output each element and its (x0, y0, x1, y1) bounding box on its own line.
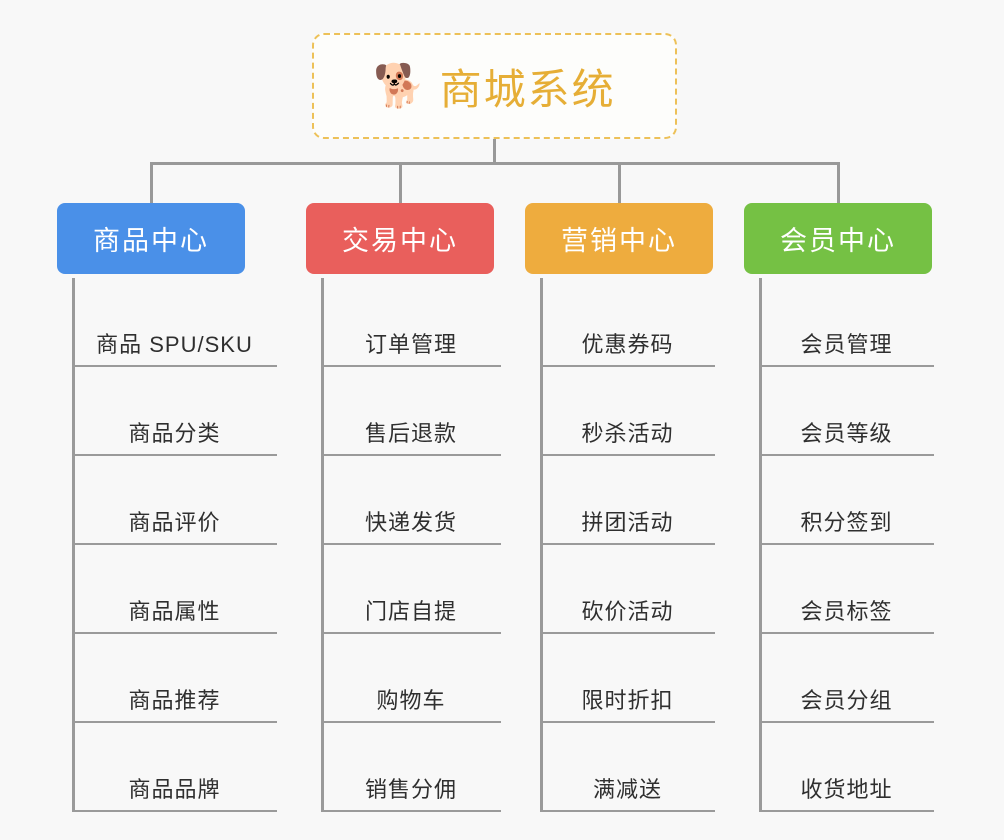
leaf-item-label: 砍价活动 (581, 599, 674, 624)
leaf-item[interactable]: 会员管理 (759, 278, 934, 367)
category-card-2[interactable]: 交易中心 (306, 203, 494, 274)
branch-spine (759, 278, 762, 812)
connector-root-stem (493, 139, 496, 165)
connector-drop-1 (150, 162, 153, 203)
leaf-item-label: 商品品牌 (128, 777, 221, 802)
leaf-item-label: 销售分佣 (364, 777, 457, 802)
leaf-item-label: 门店自提 (364, 599, 457, 624)
category-label: 会员中心 (780, 226, 896, 256)
leaf-item[interactable]: 订单管理 (321, 278, 501, 367)
leaf-item[interactable]: 砍价活动 (540, 545, 715, 634)
leaf-item[interactable]: 商品品牌 (72, 723, 277, 812)
category-card-4[interactable]: 会员中心 (744, 203, 932, 274)
leaf-item-label: 商品分类 (128, 421, 221, 446)
shiba-dog-face-icon: 🐕 (373, 62, 426, 109)
leaf-item-label: 积分签到 (800, 510, 893, 535)
branch-spine (540, 278, 543, 812)
branch-spine (321, 278, 324, 812)
connector-bus (151, 162, 838, 165)
leaf-item[interactable]: 收货地址 (759, 723, 934, 812)
connector-drop-4 (837, 162, 840, 203)
leaf-item[interactable]: 门店自提 (321, 545, 501, 634)
leaf-item[interactable]: 会员分组 (759, 634, 934, 723)
leaf-item-label: 会员等级 (800, 421, 893, 446)
leaf-item[interactable]: 优惠券码 (540, 278, 715, 367)
category-card-3[interactable]: 营销中心 (525, 203, 713, 274)
leaf-item[interactable]: 积分签到 (759, 456, 934, 545)
leaf-item-label: 购物车 (376, 688, 446, 713)
leaf-item-label: 商品属性 (128, 599, 221, 624)
leaf-item-label: 快递发货 (364, 510, 457, 535)
connector-drop-2 (399, 162, 402, 203)
leaf-item-label: 收货地址 (800, 777, 893, 802)
leaf-item[interactable]: 商品分类 (72, 367, 277, 456)
leaf-item-label: 拼团活动 (581, 510, 674, 535)
connector-drop-3 (618, 162, 621, 203)
root-node[interactable]: 🐕 商城系统 (312, 33, 677, 139)
leaf-item[interactable]: 限时折扣 (540, 634, 715, 723)
category-label: 商品中心 (93, 226, 209, 256)
leaf-item-label: 售后退款 (364, 421, 457, 446)
leaf-item-label: 满减送 (592, 777, 662, 802)
leaf-item-label: 会员标签 (800, 599, 893, 624)
leaf-item-label: 限时折扣 (581, 688, 674, 713)
leaf-item-label: 商品推荐 (128, 688, 221, 713)
leaf-item-label: 秒杀活动 (581, 421, 674, 446)
leaf-item-label: 商品 SPU/SKU (96, 332, 253, 357)
leaf-item[interactable]: 售后退款 (321, 367, 501, 456)
category-label: 交易中心 (342, 226, 458, 256)
leaf-item[interactable]: 秒杀活动 (540, 367, 715, 456)
leaf-item[interactable]: 商品 SPU/SKU (72, 278, 277, 367)
leaf-item[interactable]: 会员等级 (759, 367, 934, 456)
leaf-item-label: 会员管理 (800, 332, 893, 357)
category-label: 营销中心 (561, 226, 677, 256)
leaf-item-label: 优惠券码 (581, 332, 674, 357)
leaf-item[interactable]: 销售分佣 (321, 723, 501, 812)
leaf-item[interactable]: 商品推荐 (72, 634, 277, 723)
leaf-item[interactable]: 满减送 (540, 723, 715, 812)
leaf-item-label: 订单管理 (364, 332, 457, 357)
root-title: 商城系统 (439, 65, 616, 113)
leaf-item[interactable]: 购物车 (321, 634, 501, 723)
leaf-item[interactable]: 快递发货 (321, 456, 501, 545)
category-card-1[interactable]: 商品中心 (57, 203, 245, 274)
leaf-item[interactable]: 拼团活动 (540, 456, 715, 545)
leaf-item-label: 会员分组 (800, 688, 893, 713)
branch-spine (72, 278, 75, 812)
leaf-item[interactable]: 商品属性 (72, 545, 277, 634)
leaf-item[interactable]: 商品评价 (72, 456, 277, 545)
leaf-item[interactable]: 会员标签 (759, 545, 934, 634)
leaf-item-label: 商品评价 (128, 510, 221, 535)
